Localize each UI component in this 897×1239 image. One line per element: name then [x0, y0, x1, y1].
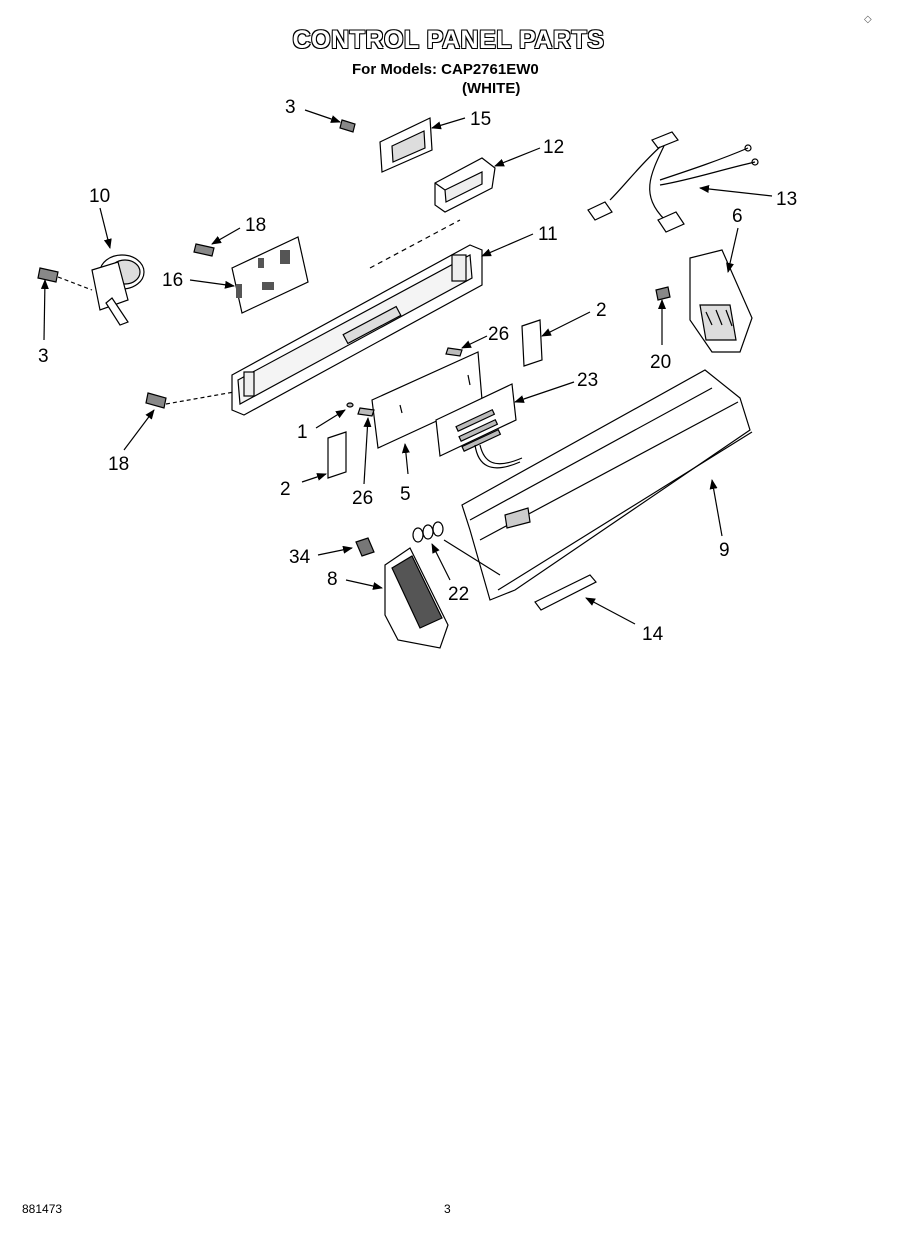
page-title: CONTROL PANEL PARTS	[292, 26, 605, 54]
callout-18-left: 18	[108, 454, 129, 475]
part-2-label-left	[327, 431, 347, 479]
leader-9	[709, 479, 723, 537]
leader-18b	[123, 409, 155, 451]
leader-10	[99, 207, 112, 249]
callout-3-top: 3	[285, 97, 296, 118]
leader-2a	[541, 311, 591, 337]
part-23-keypad	[435, 383, 523, 469]
leader-22	[431, 543, 451, 581]
part-22-buttons	[412, 521, 501, 576]
leader-34	[317, 545, 353, 556]
leader-3a	[304, 109, 341, 123]
part-1-pin	[346, 402, 354, 408]
part-6-end-cap	[689, 249, 753, 353]
part-26-pin-mid	[357, 407, 375, 417]
models-label: For Models: CAP2761EW0	[352, 61, 539, 78]
callout-22: 22	[448, 584, 469, 605]
callout-15: 15	[470, 109, 491, 130]
leader-8	[345, 579, 383, 590]
callout-14: 14	[642, 624, 664, 645]
part-3-screw-top	[339, 119, 356, 133]
leader-6	[726, 227, 739, 273]
drawing-code: 881473	[22, 1202, 63, 1216]
callout-18-top: 18	[245, 215, 266, 236]
leader-16	[189, 279, 235, 289]
callout-8: 8	[327, 569, 338, 590]
callout-9: 9	[719, 540, 730, 561]
corner-mark: ◇	[864, 14, 872, 25]
callout-16: 16	[162, 270, 183, 291]
callout-5: 5	[400, 484, 411, 505]
part-34-clip	[355, 537, 375, 557]
part-3-screw-left	[37, 267, 93, 291]
callout-26-mid: 26	[352, 488, 373, 509]
callout-20: 20	[650, 352, 671, 373]
callout-2-right: 2	[596, 300, 607, 321]
part-13-wire-harness	[587, 131, 759, 233]
leader-18a	[211, 227, 241, 245]
part-26-pin-top	[445, 347, 463, 357]
callout-12: 12	[543, 137, 564, 158]
leader-3b	[40, 279, 49, 341]
part-9-control-console	[461, 369, 753, 601]
callout-26-top: 26	[488, 324, 509, 345]
callout-1: 1	[297, 422, 308, 443]
leader-23	[514, 381, 575, 403]
part-8-end-cap	[384, 547, 449, 649]
leader-15	[431, 117, 466, 130]
part-20-screw	[655, 286, 671, 301]
leader-2b	[301, 473, 327, 483]
callout-2-left: 2	[280, 479, 291, 500]
part-18-screw-left	[145, 391, 235, 409]
page-number: 3	[444, 1202, 451, 1216]
leader-12	[494, 147, 541, 167]
callout-11: 11	[538, 224, 558, 245]
callout-3-left: 3	[38, 346, 49, 367]
callout-10: 10	[89, 186, 110, 207]
leader-11	[481, 233, 534, 257]
part-18-screw-top	[193, 243, 215, 257]
color-note: (WHITE)	[462, 80, 521, 97]
part-11-mounting-bracket	[231, 219, 483, 416]
callout-13: 13	[776, 189, 797, 210]
leader-13	[699, 185, 773, 197]
callout-23: 23	[577, 370, 598, 391]
leader-5	[401, 443, 410, 475]
part-14-trim-strip	[534, 574, 597, 611]
part-2-label-right	[521, 319, 543, 367]
callout-6: 6	[732, 206, 743, 227]
leader-1	[315, 409, 346, 429]
part-10-timer-motor	[91, 254, 145, 326]
callout-34: 34	[289, 547, 311, 568]
part-15-bracket	[379, 117, 433, 173]
leader-26a	[461, 335, 488, 349]
part-12-housing	[434, 157, 496, 213]
leader-26b	[363, 417, 372, 485]
part-16-circuit-board	[231, 236, 309, 314]
leader-14	[585, 597, 636, 625]
